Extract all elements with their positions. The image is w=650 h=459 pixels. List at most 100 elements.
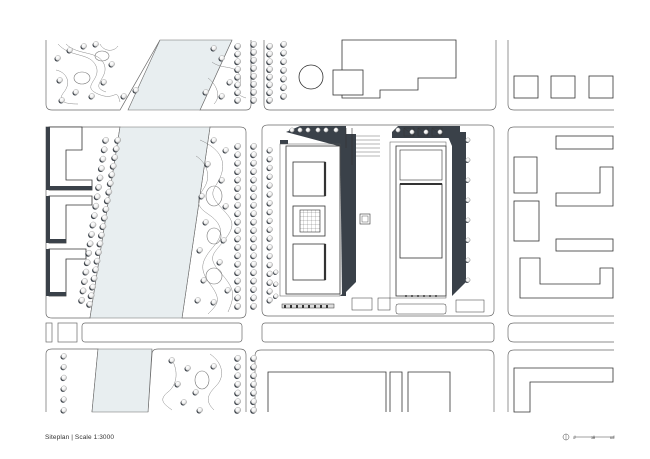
tree xyxy=(195,297,201,303)
tree xyxy=(465,277,471,283)
tree xyxy=(234,193,241,200)
river xyxy=(89,39,233,413)
tree xyxy=(101,214,108,221)
tree xyxy=(250,185,257,192)
tree xyxy=(395,127,401,133)
tree xyxy=(104,197,111,204)
bar-building-1 xyxy=(555,135,614,150)
tree xyxy=(267,66,274,73)
tree xyxy=(250,41,257,48)
tree xyxy=(98,231,105,238)
tree xyxy=(181,399,187,405)
tree xyxy=(250,159,257,166)
tree xyxy=(83,268,90,275)
bottom-building-2 xyxy=(389,371,403,412)
tree xyxy=(93,41,99,47)
tree xyxy=(234,381,241,388)
block-mid-river-right xyxy=(181,126,247,319)
tree xyxy=(465,237,471,243)
tree xyxy=(112,154,119,161)
street-blocks xyxy=(45,39,614,413)
glass-roof xyxy=(299,209,321,233)
park-paths-blobs xyxy=(73,50,223,390)
tree xyxy=(250,355,257,362)
tree xyxy=(281,75,288,82)
tree xyxy=(250,235,257,242)
tree xyxy=(250,64,257,71)
block-bottom-river-right xyxy=(147,348,247,413)
tree xyxy=(234,372,241,379)
tree xyxy=(95,249,102,256)
block-mid-left xyxy=(45,126,121,319)
tree xyxy=(267,226,273,233)
tree xyxy=(234,176,241,183)
tree xyxy=(465,257,471,263)
tree xyxy=(250,398,257,405)
north-arrow xyxy=(562,433,570,441)
tree xyxy=(297,127,303,133)
tree xyxy=(234,407,241,414)
tree xyxy=(199,193,205,199)
tree xyxy=(203,219,209,225)
tree xyxy=(234,244,241,251)
tree xyxy=(250,168,257,175)
tree xyxy=(267,58,274,65)
bar-building-3 xyxy=(555,238,614,252)
tree xyxy=(205,161,211,167)
bottom-buildings xyxy=(267,371,451,412)
block-bottom-right xyxy=(507,349,614,412)
tree xyxy=(89,93,95,99)
tree xyxy=(185,365,191,371)
tree xyxy=(234,185,241,192)
block-top-mid xyxy=(263,40,497,111)
tree xyxy=(219,177,225,183)
tree xyxy=(267,253,273,259)
tree xyxy=(106,188,113,195)
tree xyxy=(93,202,100,209)
tree xyxy=(109,61,115,67)
tree xyxy=(133,87,139,93)
river-middle xyxy=(89,126,211,319)
tree xyxy=(84,259,91,266)
river-top xyxy=(127,39,233,111)
tree xyxy=(81,43,87,49)
river-bottom xyxy=(91,348,153,413)
tree xyxy=(102,136,109,143)
tree xyxy=(465,177,471,183)
tree xyxy=(175,381,181,387)
tree xyxy=(211,363,217,369)
tree xyxy=(250,142,257,149)
caption: Siteplan | Scale 1:3000 xyxy=(45,434,114,441)
plaza-steps xyxy=(356,135,380,157)
tree xyxy=(211,45,217,51)
bottom-building-3 xyxy=(407,371,451,412)
tree xyxy=(250,176,257,183)
tree xyxy=(87,240,94,247)
l-building-1 xyxy=(513,156,538,194)
tree xyxy=(267,182,273,189)
left-building-shadows xyxy=(46,127,92,296)
tree xyxy=(61,353,67,359)
tree xyxy=(234,252,241,259)
tree xyxy=(101,146,108,153)
tree xyxy=(97,174,104,181)
tree xyxy=(250,96,257,103)
tree xyxy=(227,79,233,85)
tree xyxy=(90,221,97,228)
bottom-building-1 xyxy=(267,371,387,412)
tree xyxy=(234,159,241,166)
tree xyxy=(250,277,257,284)
tree xyxy=(250,269,257,276)
tree xyxy=(234,286,241,293)
tree xyxy=(225,287,231,293)
tree xyxy=(250,227,257,234)
tree xyxy=(91,212,98,219)
tree xyxy=(281,49,288,56)
tree xyxy=(267,297,273,303)
tree xyxy=(234,89,241,96)
tree xyxy=(88,231,95,238)
south-details xyxy=(281,297,485,315)
left-building-2 xyxy=(48,195,93,244)
tree xyxy=(57,77,63,83)
